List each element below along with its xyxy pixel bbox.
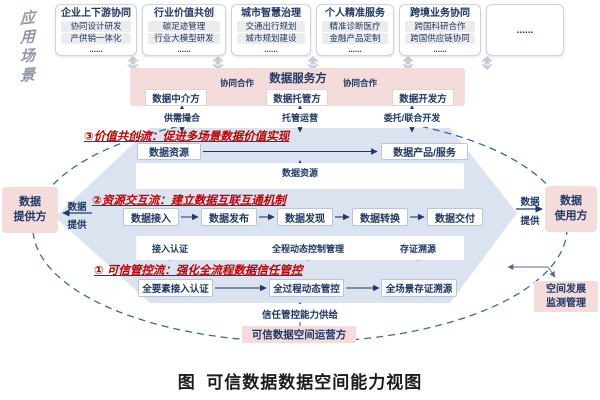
data-provider-line: 数据 [19,196,41,208]
trust-strip [150,304,450,322]
scenario-title: 个人精准服务 [325,8,385,19]
data-consumer-box: 数据 使用方 [545,186,597,232]
monitor-connector [507,264,556,278]
scenario-item: 碳足迹管理 [148,21,220,32]
scenario-card-industry: 行业价值共创 碳足迹管理 行业大模型研发 ...... [142,4,226,56]
scenario-more: ...... [348,45,362,54]
space-monitor-box: 空间发展 监测管理 [534,281,598,312]
scenario-item: 金融产品定制 [322,33,388,44]
space-monitor-line: 空间发展 [546,283,586,295]
scenario-title: 企业上下游协同 [61,8,131,19]
function-joint-dev: 委托/联合开发 [383,113,441,123]
scenario-card-crossborder: 跨境业务协同 跨国科研合作 跨国供应链协同 ...... [399,4,481,56]
function-matchmaking: 供需撮合 [163,113,200,123]
scenario-more: ...... [89,45,103,54]
figure-caption: 图 可信数据数据空间能力视图 [177,373,423,392]
scenario-more: ...... [264,45,278,54]
data-consumer-line: 使用方 [554,210,588,222]
flow3-title: ③价值共创流：促进多场景数据价值实现 [84,131,290,143]
resource-strip [136,163,464,189]
step-data-access: 数据接入 [123,208,179,226]
scenario-more: ...... [433,45,447,54]
control-access-auth: 接入认证 [151,244,188,254]
scenario-card-city: 城市智慧治理 交通出行规划 城市规划建设 ...... [231,4,311,56]
data-consumer-line: 数据 [560,195,582,207]
scenario-more: ...... [177,45,191,54]
data-provider-line: 提供方 [13,211,47,223]
role-data-developer: 数据开发方 [392,89,454,106]
function-custody: 托管运营 [281,113,318,123]
trust-supply-label: 信任管控能力供给 [261,310,338,321]
scenario-item: 协同设计研发 [61,21,131,32]
scenario-item: 精准诊断医疗 [322,21,388,32]
provide-label-left-bottom: 提供 [67,220,87,231]
scenario-item: 行业大模型研发 [148,33,220,44]
scenario-title: 城市智慧治理 [241,8,301,19]
scenario-card-enterprise: 企业上下游协同 协同设计研发 产供销一体化 ...... [55,4,137,56]
flow2-title: ②资源交互流：建立数据互联互通机制 [92,195,286,207]
step-data-transform: 数据转换 [352,208,408,226]
provide-arrows [62,205,543,217]
scenario-card-personal: 个人精准服务 精准诊断医疗 金融产品定制 ...... [316,4,394,56]
flow1-title: ① 可信管控流：强化全流程数据信任管控 [94,265,303,277]
flow-arrows [181,148,425,292]
scenario-item: 跨国科研合作 [405,21,475,32]
data-provider-box: 数据 提供方 [2,187,58,233]
provide-label-right-top: 数据 [520,197,540,208]
data-service-title: 数据服务方 [269,73,327,85]
node-data-resource: 数据资源 [137,143,201,160]
provide-label-left-top: 数据 [67,202,87,213]
scenario-item: 交通出行规划 [237,21,305,32]
control-strip [136,236,464,260]
space-monitor-line: 监测管理 [546,297,586,309]
ctrl-whole-process: 全过程动态管控 [269,279,344,297]
step-data-discover: 数据发现 [277,208,333,226]
service-functions-strip [116,109,484,127]
node-data-products: 数据产品/服务 [381,143,468,160]
cooperation-label: 协同合作 [342,78,377,88]
app-scenarios-label: 应用场景 [18,9,35,87]
control-evidence-trace: 存证溯源 [399,244,436,254]
cooperation-label: 协同合作 [219,78,254,88]
provide-label-right-bottom: 提供 [520,216,540,227]
scenario-item: 城市规划建设 [237,33,305,44]
ctrl-all-factor-auth: 全要素接入认证 [138,279,213,297]
step-data-publish: 数据发布 [201,208,257,226]
space-operator-box: 可信数据空间运营方 [242,326,356,343]
role-data-intermediary: 数据中介方 [145,89,207,106]
role-data-custodian: 数据托管方 [266,89,328,106]
scenario-item: 产供销一体化 [61,33,131,44]
resource-strip-label: 数据资源 [281,168,318,178]
ctrl-all-scene-trace: 全场景存证溯源 [381,279,457,297]
control-dynamic-mgmt: 全程动态控制管理 [271,244,344,254]
step-data-deliver: 数据交付 [427,208,483,226]
scenario-title: 跨境业务协同 [410,8,470,19]
scenario-card-more: ...... [486,4,564,56]
scenario-link-arrows [127,56,493,70]
scenario-title: 行业价值共创 [154,8,214,19]
scenario-item: 跨国供应链协同 [405,33,475,44]
